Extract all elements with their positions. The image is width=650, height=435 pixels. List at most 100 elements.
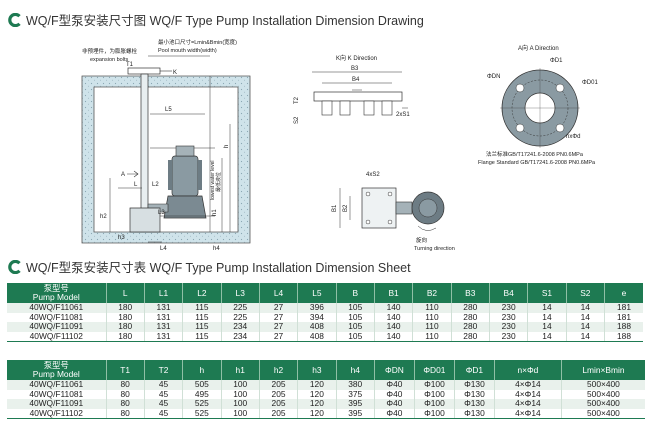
table2-col: ΦD01 [414,360,455,380]
value-cell: 14 [527,322,567,332]
model-cell: 40WQ/F11061 [7,380,107,390]
value-cell: 205 [259,399,299,409]
value-cell: 140 [374,303,414,313]
value-cell: 120 [297,408,337,419]
sheet-section-title: WQ/F型泵安装尺寸表 WQ/F Type Pump Installation … [8,257,411,276]
value-cell: 4×Φ14 [494,399,562,409]
value-cell: 500×400 [561,389,645,399]
value-cell: 4×Φ14 [494,408,562,419]
value-cell: 120 [297,380,337,390]
value-cell: 110 [412,322,452,332]
value-cell: 80 [106,389,145,399]
value-cell: 131 [144,303,184,313]
value-cell: Φ40 [374,389,415,399]
dimension-table-2: 泵型号 Pump Model T1 T2 h h1 h2 h3 h4 ΦDN Φ… [7,360,645,419]
dim-n-phi-d: nxΦd [566,134,580,140]
value-cell: 100 [221,380,260,390]
value-cell: 505 [182,380,222,390]
value-cell: 115 [182,331,222,342]
dim-T1: T1 [126,62,134,68]
table2-col: h3 [297,360,337,380]
dim-L4: L4 [160,246,167,252]
model-cell: 40WQ/F11061 [7,303,107,313]
model-cn: 泵型号 [43,360,69,370]
table2-col: h4 [336,360,375,380]
value-cell: 105 [336,322,375,332]
value-cell: 27 [259,331,299,342]
value-cell: 115 [182,312,222,322]
value-cell: 45 [144,399,184,409]
value-cell: 225 [221,312,260,322]
value-cell: 80 [106,408,145,419]
value-cell: Φ130 [454,380,495,390]
value-cell: 225 [221,303,260,313]
table1-col: L3 [221,283,260,303]
value-cell: 230 [489,331,529,342]
value-cell: 140 [374,322,414,332]
value-cell: 280 [451,331,490,342]
table2-col: T2 [144,360,184,380]
flange-standard-cn: 法兰标准GB/T17241.6-2008 PN0.6MPa [486,150,584,158]
value-cell: Φ100 [414,399,455,409]
value-cell: 395 [336,399,375,409]
sheet-title: WQ/F型泵安装尺寸表 WQ/F Type Pump Installation … [26,261,411,275]
value-cell: 230 [489,322,529,332]
table1-col: B1 [374,283,414,303]
expansion-en-label: expansion bolts [90,57,128,63]
dim-2xS1: 2xS1 [396,112,410,118]
value-cell: Φ130 [454,408,495,419]
dim-h2: h2 [100,214,107,220]
table2-col: ΦDN [374,360,415,380]
table2-model-header: 泵型号 Pump Model [7,360,107,380]
dim-A: A [121,172,125,178]
value-cell: 230 [489,312,529,322]
table1-col: B [336,283,375,303]
model-cell: 40WQ/F11081 [7,312,107,322]
value-cell: Φ100 [414,380,455,390]
value-cell: 375 [336,389,375,399]
value-cell: 100 [221,399,260,409]
value-cell: 80 [106,399,145,409]
value-cell: 205 [259,380,299,390]
value-cell: 105 [336,312,375,322]
lowest-level-cn-label: 最低液位 [215,172,222,192]
table1-col: L2 [182,283,222,303]
dim-L5: L5 [165,107,172,113]
section-c-icon [8,259,21,274]
value-cell: 14 [566,303,605,313]
value-cell: 27 [259,312,299,322]
value-cell: Φ40 [374,380,415,390]
k-direction-view: K向 K Direction B3 B4 T2 S2 2xS1 [294,54,410,124]
dim-h: h [224,145,230,148]
value-cell: 230 [489,303,529,313]
dim-h3: h3 [118,235,125,241]
table2-col: n×Φd [494,360,562,380]
drawing-section-title: WQ/F型泵安装尺寸图 WQ/F Type Pump Installation … [8,10,424,29]
value-cell: 380 [336,380,375,390]
turning-en-label: Turning direction [414,246,455,252]
value-cell: 14 [527,303,567,313]
value-cell: 181 [604,303,643,313]
table1-col: L [106,283,145,303]
value-cell: 131 [144,312,184,322]
table1-model-header: 泵型号 Pump Model [7,283,107,303]
model-en: Pump Model [32,369,80,379]
lowest-level-en-label: lowest water level [210,161,216,200]
value-cell: 14 [566,312,605,322]
value-cell: 4×Φ14 [494,389,562,399]
value-cell: Φ40 [374,399,415,409]
value-cell: Φ40 [374,408,415,419]
value-cell: 500×400 [561,399,645,409]
value-cell: 115 [182,322,222,332]
dim-phi-DN: ΦDN [487,74,500,80]
dim-B4: B4 [352,77,360,83]
value-cell: 45 [144,408,184,419]
model-cell: 40WQ/F11081 [7,389,107,399]
dimension-table-1: 泵型号 Pump Model L L1 L2 L3 L4 L5 B B1 B2 … [7,283,643,342]
drawing-title: WQ/F型泵安装尺寸图 WQ/F Type Pump Installation … [26,14,424,28]
value-cell: 27 [259,303,299,313]
